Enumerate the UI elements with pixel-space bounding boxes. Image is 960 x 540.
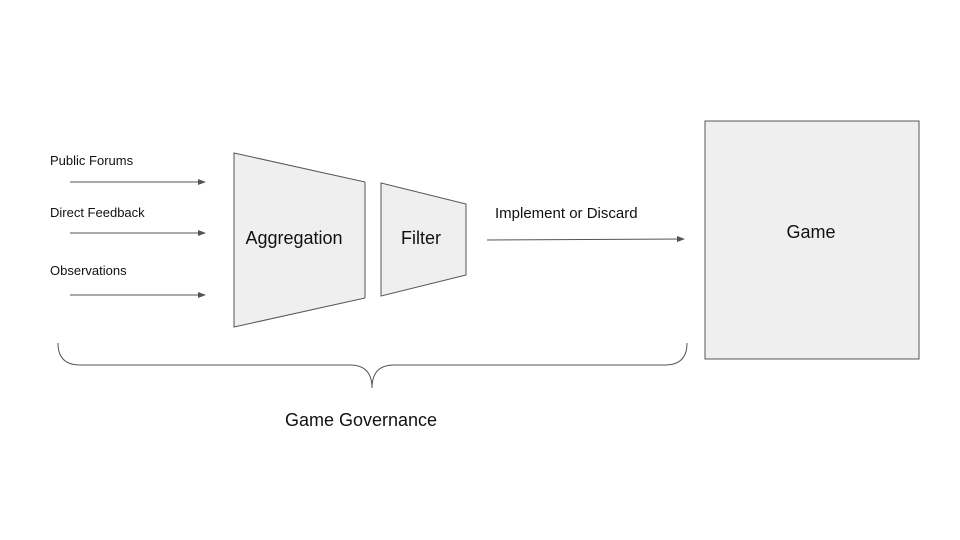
filter-shape bbox=[380, 182, 467, 297]
filter-label: Filter bbox=[401, 228, 441, 248]
aggregation-shape bbox=[233, 152, 366, 328]
game-box bbox=[704, 120, 920, 360]
input-label-public-forums: Public Forums bbox=[50, 153, 134, 168]
game-label: Game bbox=[786, 222, 835, 242]
output-arrow bbox=[486, 236, 685, 243]
governance-brace bbox=[57, 342, 688, 389]
input-label-observations: Observations bbox=[50, 263, 127, 278]
governance-label: Game Governance bbox=[285, 410, 437, 430]
input-label-direct-feedback: Direct Feedback bbox=[50, 205, 145, 220]
aggregation-label: Aggregation bbox=[245, 228, 342, 248]
output-label: Implement or Discard bbox=[495, 205, 638, 222]
